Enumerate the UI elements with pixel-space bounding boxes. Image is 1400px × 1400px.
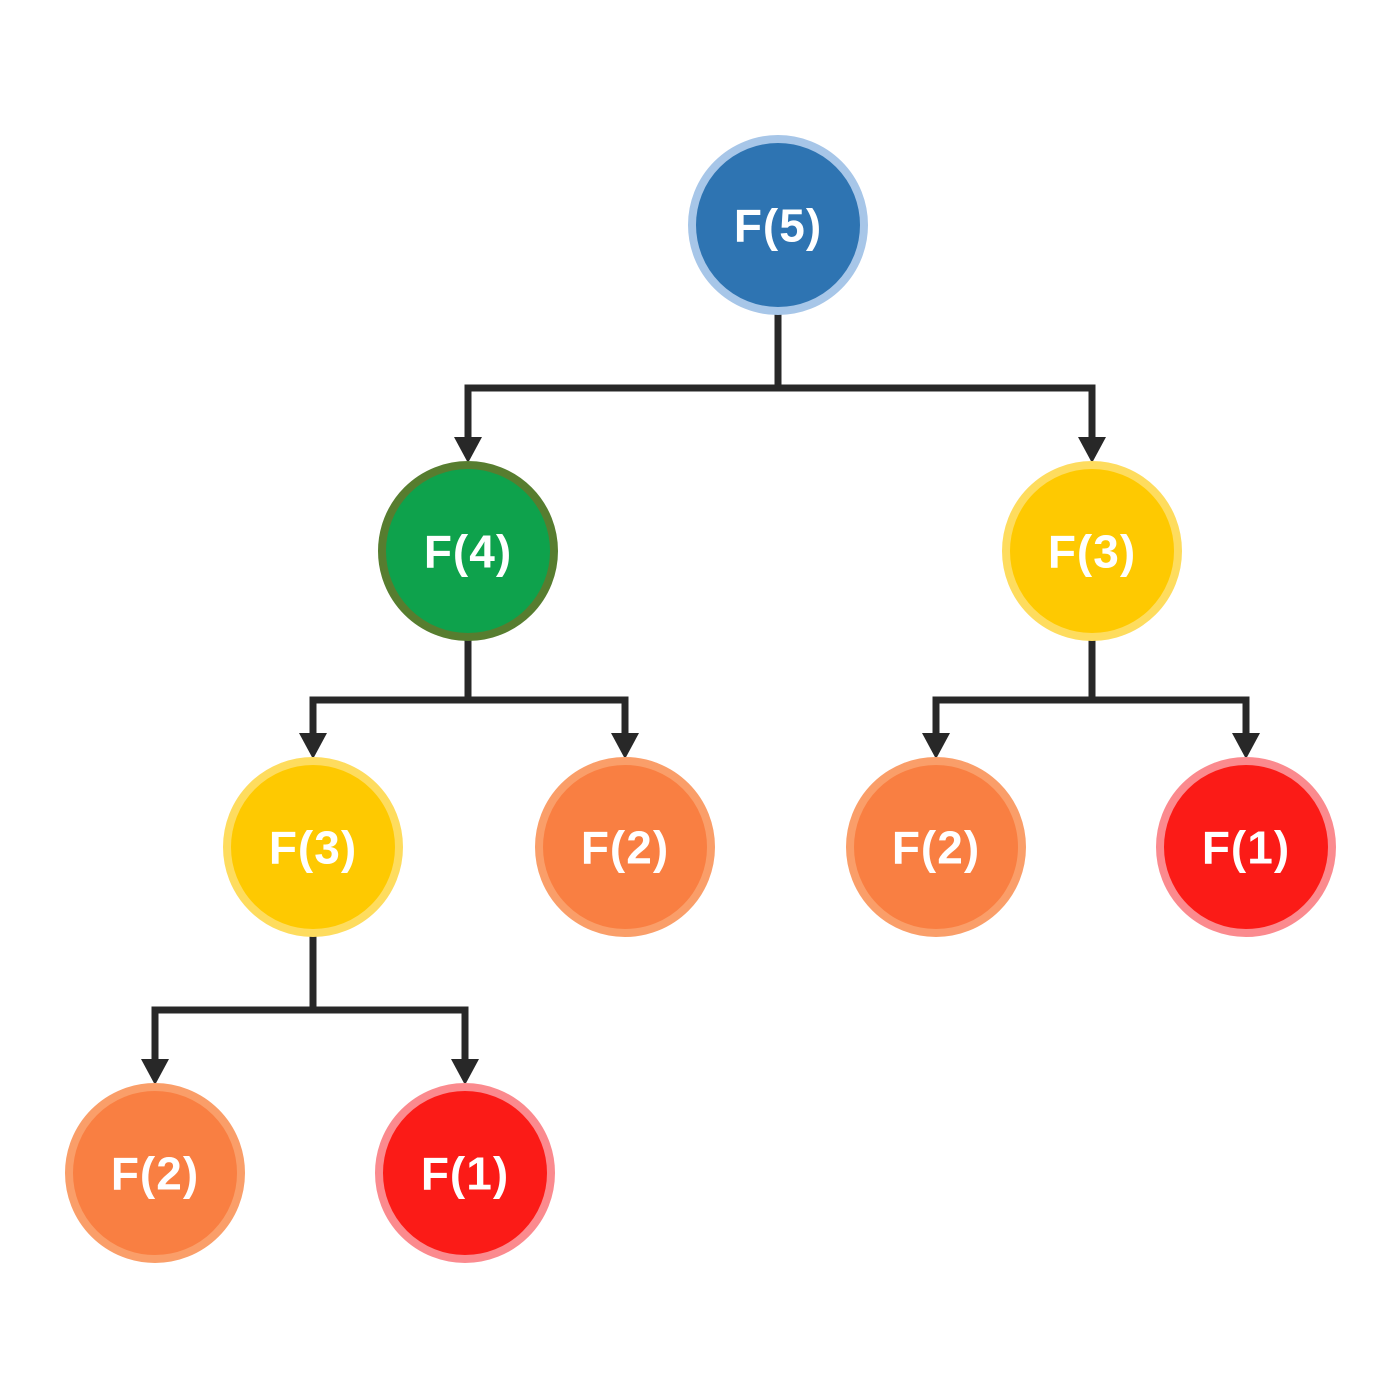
node-label: F(1) (421, 1148, 509, 1200)
tree-node-f2-7 (65, 1083, 245, 1263)
arrowhead-icon (1232, 733, 1260, 759)
node-label: F(2) (111, 1148, 199, 1200)
arrowhead-icon (611, 733, 639, 759)
tree-node-f1-6 (1156, 757, 1336, 937)
tree-node-f5-0 (688, 135, 868, 315)
node-label: F(4) (424, 526, 512, 578)
arrowhead-icon (454, 437, 482, 463)
connector-branch-bar (151, 1006, 469, 1063)
tree-node-f4-1 (378, 461, 558, 641)
tree-node-f2-5 (846, 757, 1026, 937)
node-label: F(3) (1048, 526, 1136, 578)
arrowhead-icon (922, 733, 950, 759)
tree-node-f2-4 (535, 757, 715, 937)
node-label: F(2) (892, 822, 980, 874)
connector-branch-bar (309, 696, 629, 737)
tree-node-f3-3 (223, 757, 403, 937)
arrowhead-icon (451, 1059, 479, 1085)
node-label: F(5) (734, 200, 822, 252)
node-label: F(1) (1202, 822, 1290, 874)
connector-branch-bar (464, 384, 1096, 441)
node-label: F(2) (581, 822, 669, 874)
arrowhead-icon (141, 1059, 169, 1085)
arrowhead-icon (1078, 437, 1106, 463)
node-label: F(3) (269, 822, 357, 874)
tree-node-f3-2 (1002, 461, 1182, 641)
tree-node-f1-8 (375, 1083, 555, 1263)
arrowhead-icon (299, 733, 327, 759)
connector-branch-bar (932, 696, 1250, 737)
